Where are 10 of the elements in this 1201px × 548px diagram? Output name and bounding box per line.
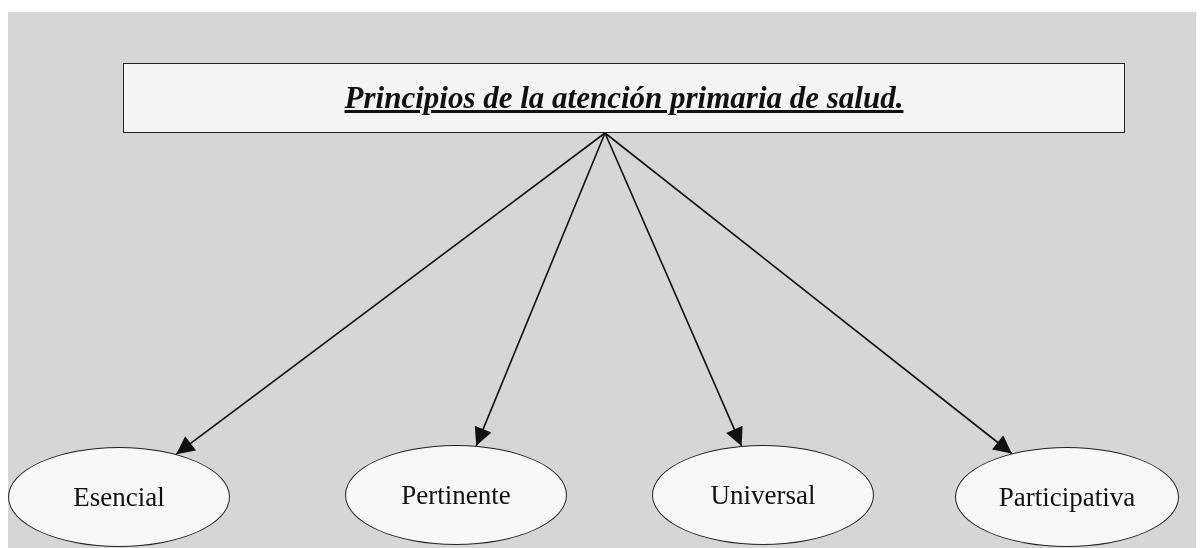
principle-label: Participativa [998,481,1136,513]
arrow [175,132,606,455]
principle-label: Universal [710,479,816,511]
title-box [123,63,1125,133]
title-text: Principios de la atención primaria de salud. [344,80,904,116]
principle-label: Esencial [73,481,165,513]
arrow [604,132,743,447]
principle-label: Pertinente [401,479,511,511]
arrow [474,132,606,447]
arrow [604,132,1013,455]
